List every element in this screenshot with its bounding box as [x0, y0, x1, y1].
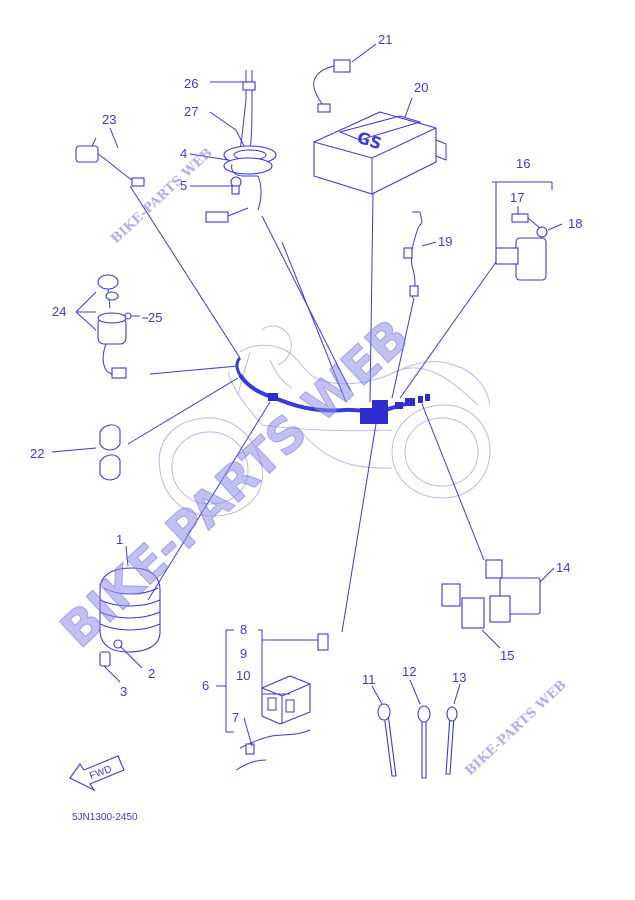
- part-1-flasher-unit: [99, 567, 161, 667]
- callout-9: 9: [240, 646, 247, 661]
- callout-8: 8: [240, 622, 247, 637]
- part-22-clamp: [99, 424, 121, 481]
- watermark-small-top: BIKE-PARTS WEB: [108, 146, 215, 247]
- callout-25: 25: [148, 310, 162, 325]
- callout-11: 11: [362, 672, 376, 687]
- part-20-ecu: GS: [313, 111, 447, 195]
- callout-labels: 1 2 3 4 5 6 7 8 9 10 11 12 13 14 15 16 1…: [30, 32, 582, 725]
- callout-3: 3: [120, 684, 127, 699]
- callout-19: 19: [438, 234, 452, 249]
- callout-1: 1: [116, 532, 123, 547]
- watermark-main: BIKE-PARTS WEB: [50, 309, 420, 659]
- callout-4: 4: [180, 146, 187, 161]
- part-21-connector-lead: [313, 59, 351, 113]
- wire-harness: [235, 356, 430, 424]
- callout-14: 14: [556, 560, 570, 575]
- callout-10: 10: [236, 668, 250, 683]
- callout-5: 5: [180, 178, 187, 193]
- callout-6: 6: [202, 678, 209, 693]
- part-23-sensor: [75, 137, 145, 187]
- part-24-main-switch: [97, 274, 140, 379]
- harness-connection-lines: [127, 185, 497, 633]
- callout-20: 20: [414, 80, 428, 95]
- callout-2: 2: [148, 666, 155, 681]
- part-6-fuse-box: [235, 633, 329, 771]
- callout-23: 23: [102, 112, 116, 127]
- callout-24: 24: [52, 304, 66, 319]
- part-code: 5JN1300-2450: [72, 812, 138, 823]
- leader-lines: [51, 43, 563, 747]
- callout-26: 26: [184, 76, 198, 91]
- part-16-starter-relay: [495, 213, 548, 281]
- callout-16: 16: [516, 156, 530, 171]
- callout-18: 18: [568, 216, 582, 231]
- callout-15: 15: [500, 648, 514, 663]
- motorcycle-outline: [158, 325, 491, 517]
- callout-13: 13: [452, 670, 466, 685]
- parts-11-13-cable-ties: [377, 703, 458, 779]
- part-19-lead-wire: [403, 211, 423, 299]
- callout-21: 21: [378, 32, 392, 47]
- callout-27: 27: [184, 104, 198, 119]
- callout-7: 7: [232, 710, 239, 725]
- fwd-arrow: FWD: [69, 755, 125, 792]
- watermark-small-bottom: BIKE-PARTS WEB: [462, 678, 569, 779]
- callout-17: 17: [510, 190, 524, 205]
- callout-22: 22: [30, 446, 44, 461]
- callout-12: 12: [402, 664, 416, 679]
- parts-14-15-relays: [441, 559, 541, 629]
- part-26-sensor-assembly: [205, 70, 277, 223]
